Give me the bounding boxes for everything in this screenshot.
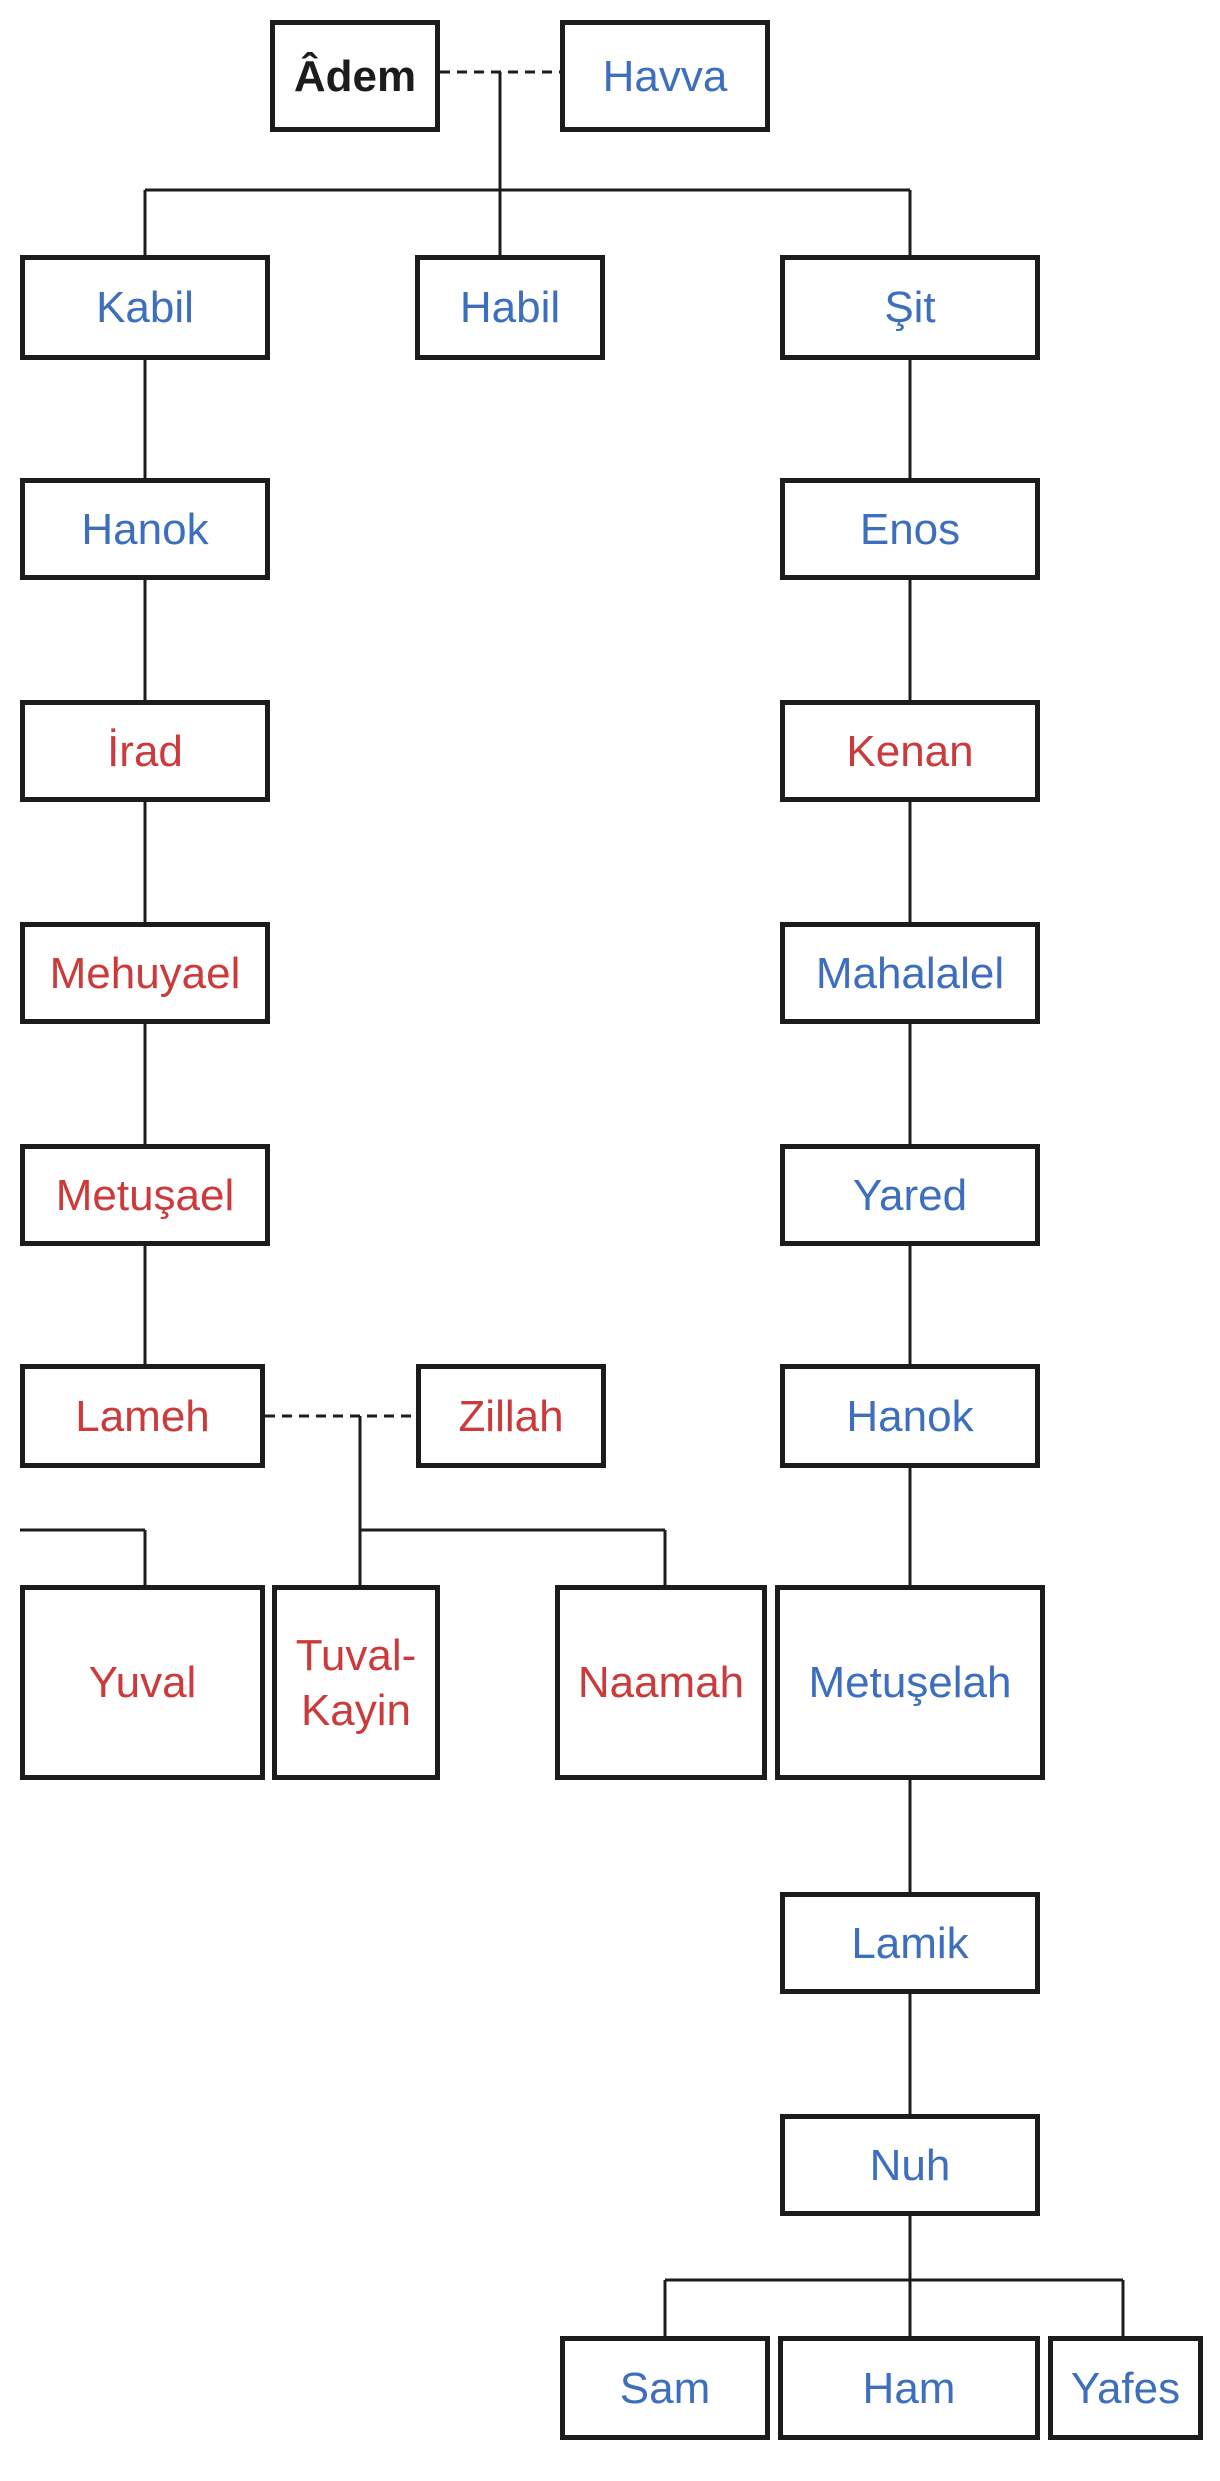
person-zillah: Zillah <box>416 1364 606 1468</box>
person-sam: Sam <box>560 2336 770 2440</box>
person-irad: İrad <box>20 700 270 802</box>
person-metuselah: Metuşelah <box>775 1585 1045 1780</box>
person-adem: Âdem <box>270 20 440 132</box>
person-naamah: Naamah <box>555 1585 767 1780</box>
person-lamik: Lamik <box>780 1892 1040 1994</box>
person-hanok-sit: Hanok <box>780 1364 1040 1468</box>
person-habil: Habil <box>415 255 605 360</box>
person-mehuyael: Mehuyael <box>20 922 270 1024</box>
person-kabil: Kabil <box>20 255 270 360</box>
person-yared: Yared <box>780 1144 1040 1246</box>
person-havva: Havva <box>560 20 770 132</box>
person-ham: Ham <box>778 2336 1040 2440</box>
person-enos: Enos <box>780 478 1040 580</box>
person-mahalalel: Mahalalel <box>780 922 1040 1024</box>
person-hanok-kabil: Hanok <box>20 478 270 580</box>
person-yuval: Yuval <box>20 1585 265 1780</box>
person-sit: Şit <box>780 255 1040 360</box>
person-metusael: Metuşael <box>20 1144 270 1246</box>
person-kenan: Kenan <box>780 700 1040 802</box>
person-tuval-kayin: Tuval- Kayin <box>272 1585 440 1780</box>
person-nuh: Nuh <box>780 2114 1040 2216</box>
person-yafes: Yafes <box>1048 2336 1203 2440</box>
person-lameh: Lameh <box>20 1364 265 1468</box>
